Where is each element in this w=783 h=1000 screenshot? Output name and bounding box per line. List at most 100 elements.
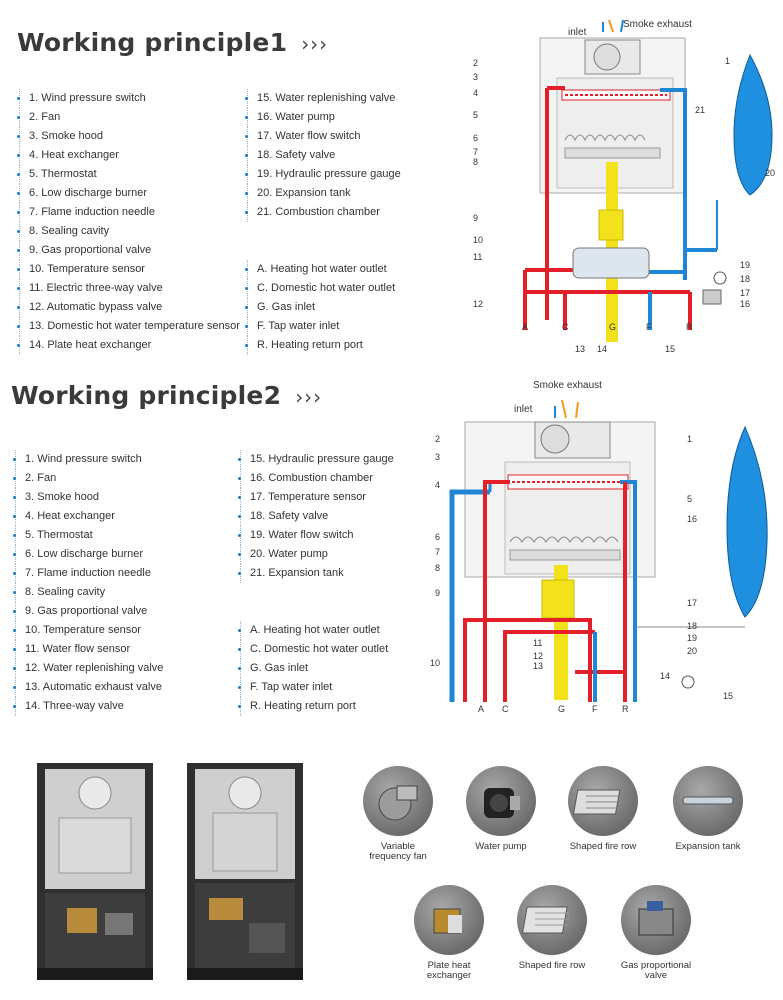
component-caption: Water pump [475,841,527,852]
component-caption: Variable [380,841,416,852]
callout-label: 18 [687,621,697,631]
list-item: 6. Low discharge burner [13,545,163,564]
list-item: R. Heating return port [245,336,395,355]
expansion-tank-icon [673,766,743,836]
callout-label: 6 [473,133,478,143]
fire-row-icon [517,885,587,955]
callout-label: 17 [740,288,750,298]
list-item: 1. Wind pressure switch [13,450,163,469]
port-label: C [502,704,509,714]
callout-label: 4 [435,480,440,490]
list-item: G. Gas inlet [238,659,388,678]
callout-label: 5 [473,110,478,120]
callout-label: 21 [695,105,705,115]
callout-label: 10 [473,235,483,245]
list-item: 5. Thermostat [13,526,163,545]
list-item: 20. Expansion tank [245,184,401,203]
port-label: G [558,704,565,714]
callout-label: 13 [533,661,543,671]
list-item: 6. Low discharge burner [17,184,240,203]
fan-icon [363,766,433,836]
list-item: 10. Temperature sensor [17,260,240,279]
callout-label: 20 [765,168,775,178]
section2-ports-list: A. Heating hot water outlet C. Domestic … [238,621,388,716]
water-pump-icon [466,766,536,836]
callout-label: 16 [740,299,750,309]
callout-label: 2 [473,58,478,68]
list-item: 16. Water pump [245,108,401,127]
list-item: 18. Safety valve [238,507,394,526]
list-item: 14. Three-way valve [13,697,163,716]
list-item: 15. Water replenishing valve [245,89,401,108]
list-item: 2. Fan [17,108,240,127]
section2-title-text: Working principle2 [11,381,282,410]
fire-row-icon [568,766,638,836]
component-caption: valve [644,970,668,981]
callout-label: 20 [687,646,697,656]
component-expansion-tank: Expansion tank [668,766,748,852]
callout-label: 4 [473,88,478,98]
list-item: 16. Combustion chamber [238,469,394,488]
callout-label: 12 [473,299,483,309]
port-label: F [592,704,598,714]
port-label: R [686,322,693,332]
list-item: 7. Flame induction needle [17,203,240,222]
list-item: F. Tap water inlet [245,317,395,336]
list-item: 14. Plate heat exchanger [17,336,240,355]
section1-right-list: 15. Water replenishing valve 16. Water p… [245,89,401,222]
section1-ports-list: A. Heating hot water outlet C. Domestic … [245,260,395,355]
callout-label: 19 [740,260,750,270]
chevrons-icon: ››› [295,385,323,409]
list-item: 4. Heat exchanger [17,146,240,165]
callout-label: 12 [533,651,543,661]
callout-label: 7 [435,547,440,557]
list-item: 13. Domestic hot water temperature senso… [17,317,240,336]
port-label: G [609,322,616,332]
callout-label: 2 [435,434,440,444]
list-item: R. Heating return port [238,697,388,716]
component-caption: Shaped fire row [569,841,637,852]
section1-title-text: Working principle1 [17,28,288,57]
list-item: 1. Wind pressure switch [17,89,240,108]
component-caption: exchanger [426,970,472,981]
callout-label: 9 [473,213,478,223]
chevrons-icon: ››› [301,32,329,56]
callout-label: 3 [435,452,440,462]
component-caption: Gas proportional [620,960,692,971]
boiler-interior-photo-1 [37,763,153,980]
callout-label: 7 [473,147,478,157]
list-item: C. Domestic hot water outlet [238,640,388,659]
list-item: 4. Heat exchanger [13,507,163,526]
list-item: 21. Combustion chamber [245,203,401,222]
list-item: G. Gas inlet [245,298,395,317]
callout-label: 16 [687,514,697,524]
callout-label: 1 [687,434,692,444]
callout-label: 10 [430,658,440,668]
list-item: F. Tap water inlet [238,678,388,697]
list-item: 7. Flame induction needle [13,564,163,583]
list-item: 18. Safety valve [245,146,401,165]
section1-left-list: 1. Wind pressure switch 2. Fan 3. Smoke … [17,89,240,355]
component-caption: Shaped fire row [518,960,586,971]
list-item: C. Domestic hot water outlet [245,279,395,298]
list-item: 3. Smoke hood [17,127,240,146]
component-water-pump: Water pump [461,766,541,852]
callout-label: 13 [575,344,585,354]
list-item: 20. Water pump [238,545,394,564]
boiler-interior-photo-2 [187,763,303,980]
list-item: 19. Hydraulic pressure gauge [245,165,401,184]
callout-label: 11 [473,252,482,262]
list-item: 5. Thermostat [17,165,240,184]
callout-label: 8 [435,563,440,573]
component-caption: frequency fan [369,851,427,862]
component-caption: Plate heat [427,960,471,971]
callout-label: 17 [687,598,697,608]
gas-valve-icon [621,885,691,955]
section2-left-list: 1. Wind pressure switch 2. Fan 3. Smoke … [13,450,163,716]
inlet-label: inlet [514,404,533,415]
list-item: 12. Automatic bypass valve [17,298,240,317]
smoke-exhaust-label: Smoke exhaust [533,380,602,391]
